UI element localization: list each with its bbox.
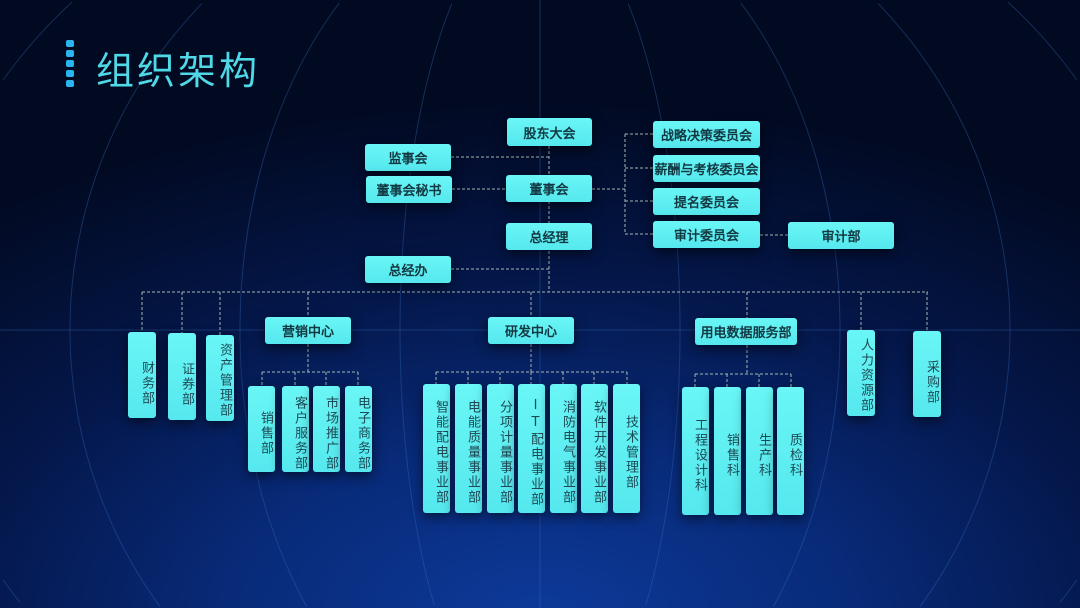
background-arc — [645, 330, 681, 606]
background-arc — [239, 2, 340, 608]
node-power-child: 生产科 — [746, 387, 773, 515]
node-marketing-child: 销售部 — [248, 386, 275, 472]
node-marketing-child: 市场推广部 — [313, 386, 340, 472]
node-supervisors: 监事会 — [365, 144, 451, 171]
node-board-secretary: 董事会秘书 — [366, 176, 452, 203]
node-gm: 总经理 — [506, 223, 592, 250]
background-arc — [877, 3, 1011, 331]
node-gm-office: 总经办 — [365, 256, 451, 283]
node-hr: 人力资源部 — [847, 330, 875, 416]
node-rnd: 研发中心 — [488, 317, 574, 344]
node-committee: 薪酬与考核委员会 — [653, 155, 760, 182]
node-power-child: 质检科 — [777, 387, 804, 515]
node-finance: 财务部 — [128, 332, 156, 418]
node-rnd-child: 消防电气事业部 — [550, 384, 577, 513]
background-arc — [772, 330, 841, 608]
node-audit-dept: 审计部 — [788, 222, 894, 249]
node-rnd-child: 智能配电事业部 — [423, 384, 450, 513]
background-arc — [69, 3, 203, 607]
background-arc — [919, 329, 1011, 607]
background-arc — [627, 3, 681, 330]
node-marketing-child: 客户服务部 — [282, 386, 309, 472]
background-arc — [399, 3, 453, 606]
background-arc — [740, 2, 841, 330]
node-power-child: 销售科 — [714, 387, 741, 515]
background-arc — [1059, 579, 1078, 603]
node-assets: 资产管理部 — [206, 335, 234, 421]
background-arc — [2, 579, 21, 603]
node-committee: 提名委员会 — [653, 188, 760, 215]
node-committee: 审计委员会 — [653, 221, 760, 248]
node-marketing: 营销中心 — [265, 317, 351, 344]
node-rnd-child: 软件开发事业部 — [581, 384, 608, 513]
node-committee: 战略决策委员会 — [653, 121, 760, 148]
node-shareholders: 股东大会 — [507, 118, 592, 146]
page-title: 组织架构 — [96, 49, 261, 93]
node-rnd-child: IT配电事业部 — [518, 384, 545, 513]
node-marketing-child: 电子商务部 — [345, 386, 372, 472]
background-arc — [1007, 1, 1078, 81]
node-rnd-child: 分项计量事业部 — [487, 384, 514, 513]
node-rnd-child: 电能质量事业部 — [455, 384, 482, 513]
node-securities: 证券部 — [168, 333, 196, 420]
node-purchase: 采购部 — [913, 331, 941, 417]
node-power-child: 工程设计科 — [682, 387, 709, 515]
background-arc — [2, 1, 73, 81]
node-rnd-child: 技术管理部 — [613, 384, 640, 513]
node-board: 董事会 — [506, 175, 592, 202]
title-accent-icon — [66, 40, 74, 90]
node-power-data: 用电数据服务部 — [695, 318, 797, 345]
